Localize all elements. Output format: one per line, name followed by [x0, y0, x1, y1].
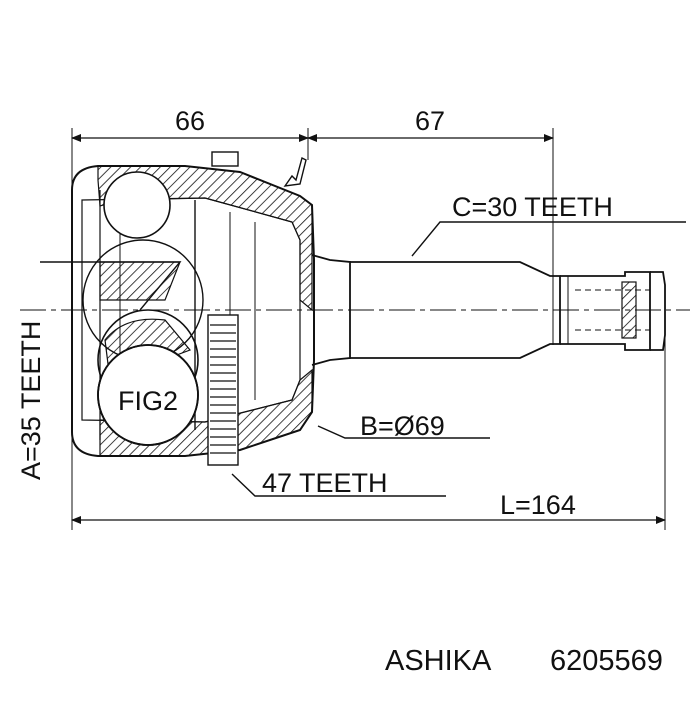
drawing-lines — [20, 128, 690, 530]
label-figure-ref: FIG2 — [118, 386, 178, 416]
part-number: 6205569 — [550, 645, 663, 677]
dim-right-length: 67 — [415, 106, 445, 136]
label-spline-c: C=30 TEETH — [452, 192, 613, 222]
label-abs-ring: 47 TEETH — [262, 468, 388, 498]
label-diameter-b: B=Ø69 — [360, 411, 445, 441]
label-total-length: L=164 — [500, 490, 576, 520]
label-spline-a: A=35 TEETH — [16, 321, 46, 480]
brand-name: ASHIKA — [385, 645, 492, 677]
abs-ring-teeth — [210, 324, 236, 454]
dim-left-length: 66 — [175, 106, 205, 136]
